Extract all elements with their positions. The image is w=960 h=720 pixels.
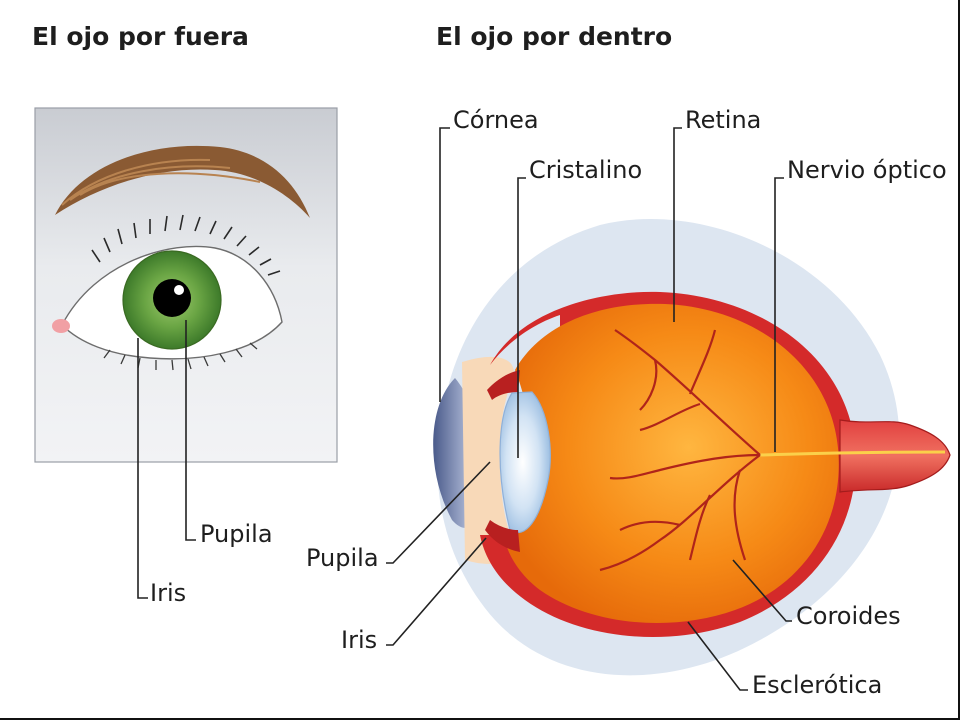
label-esclerotica: Esclerótica <box>752 671 882 699</box>
label-retina: Retina <box>685 106 761 134</box>
label-cornea: Córnea <box>453 106 539 134</box>
optic-nerve <box>839 419 951 493</box>
leader-retina <box>673 127 682 322</box>
eyeball-interior <box>505 303 839 624</box>
label-inside-iris: Iris <box>341 626 377 654</box>
lens <box>499 391 551 534</box>
heading-inside: El ojo por dentro <box>436 22 672 51</box>
label-nervio-optico: Nervio óptico <box>787 156 947 184</box>
leader-nervio-optico <box>774 177 784 452</box>
leader-inside-pupila <box>386 461 491 564</box>
retina-vessels <box>599 329 761 572</box>
upper-lashes <box>91 214 281 276</box>
leader-coroides <box>732 559 792 622</box>
lower-lashes <box>103 342 258 371</box>
leader-outside-iris <box>137 338 148 599</box>
outside-pupil <box>153 279 191 317</box>
leader-inside-iris <box>386 537 487 646</box>
leader-cristalino <box>517 177 526 458</box>
leader-esclerotica <box>687 621 748 691</box>
label-outside-pupila: Pupila <box>200 520 273 548</box>
inside-eye-illustration <box>433 218 951 676</box>
label-outside-iris: Iris <box>150 579 186 607</box>
label-cristalino: Cristalino <box>529 156 642 184</box>
eyebrow <box>55 145 310 218</box>
leader-cornea <box>439 127 450 402</box>
label-inside-pupila: Pupila <box>306 544 379 572</box>
label-coroides: Coroides <box>796 602 901 630</box>
leader-outside-pupila <box>185 320 196 541</box>
heading-outside: El ojo por fuera <box>32 22 249 51</box>
